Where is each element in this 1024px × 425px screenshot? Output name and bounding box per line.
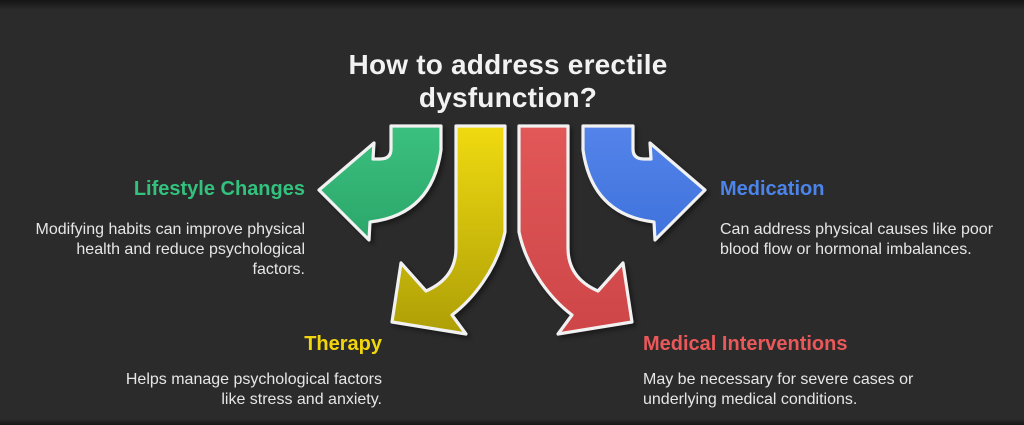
lifestyle-changes-description: Modifying habits can improve physical he… [25,220,305,280]
curved-arrow-down-left-icon [390,124,507,336]
description-line: Helps manage psychological factors [125,371,382,388]
description-line: health and reduce psychological [76,241,305,258]
curved-arrow-down-right-icon [517,124,634,336]
lifestyle-changes-heading: Lifestyle Changes [133,178,305,200]
medical-interventions-description: May be necessary for severe cases or und… [643,370,973,410]
curved-arrow-left-icon [317,124,443,242]
page-title-line-1: How to address erectile [348,49,668,80]
description-line: Modifying habits can improve physical [35,221,305,238]
page-title-line-2: dysfunction? [418,82,598,113]
therapy-description: Helps manage psychological factors like … [102,370,382,410]
therapy-heading: Therapy [304,333,382,355]
curved-arrow-right-icon [581,124,707,242]
description-line: Can address physical causes like poor [720,221,994,238]
medical-interventions-heading: Medical Interventions [643,333,848,355]
medication-heading: Medication [720,178,825,200]
page-title: How to address erectile dysfunction? [308,48,708,114]
description-line: like stress and anxiety. [221,391,382,408]
description-line: factors. [252,261,305,278]
description-line: May be necessary for severe cases or [643,371,914,388]
description-line: underlying medical conditions. [643,391,858,408]
description-line: blood flow or hormonal imbalances. [720,241,972,258]
medication-description: Can address physical causes like poor bl… [720,220,1010,260]
